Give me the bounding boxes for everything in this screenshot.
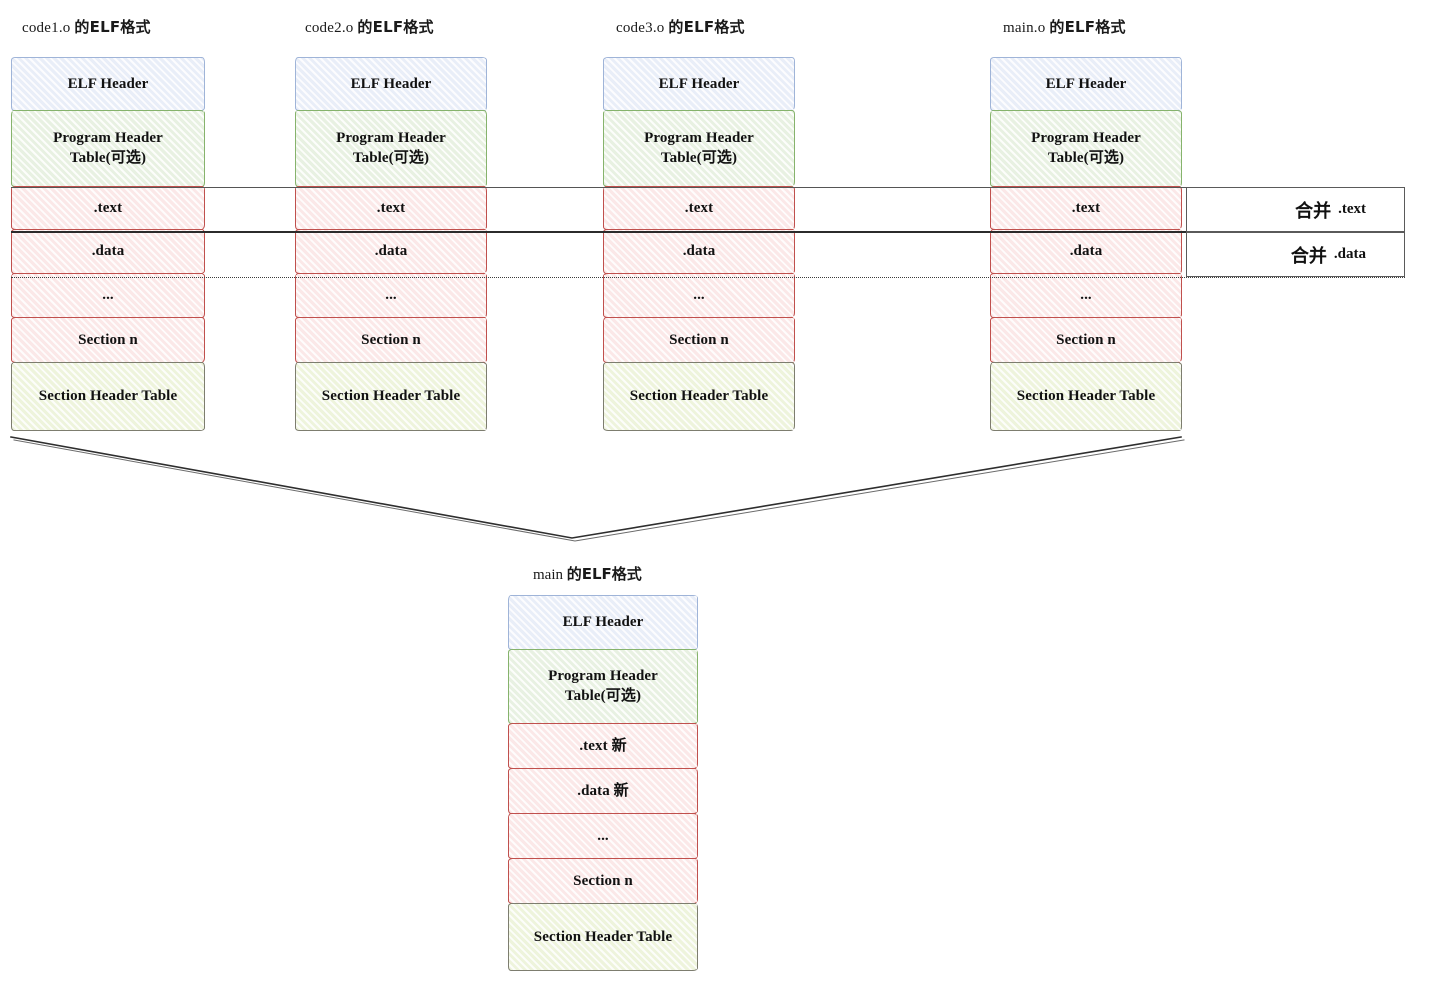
block-elf-header-code1: ELF Header <box>11 57 205 111</box>
block-program-header-table-code2: Program Header Table(可选) <box>295 110 487 187</box>
block-section-n-output: Section n <box>508 858 698 904</box>
merge-rule-data-bottom <box>11 277 1405 278</box>
elf-column-output-main: ELF Header Program Header Table(可选) .tex… <box>508 595 698 971</box>
block-data-maino: .data <box>990 229 1182 274</box>
column-title-code3: code3.o 的ELF格式 <box>616 16 745 37</box>
block-program-header-table-code3: Program Header Table(可选) <box>603 110 795 187</box>
block-text-maino: .text <box>990 186 1182 230</box>
block-section-header-table-code3: Section Header Table <box>603 362 795 431</box>
block-text-output: .text 新 <box>508 723 698 769</box>
block-data-code2: .data <box>295 229 487 274</box>
column-title-suffix-maino: 的ELF格式 <box>1049 18 1126 36</box>
block-section-n-maino: Section n <box>990 317 1182 363</box>
block-program-header-table-maino: Program Header Table(可选) <box>990 110 1182 187</box>
block-program-header-table-code1: Program Header Table(可选) <box>11 110 205 187</box>
column-title-maino: main.o 的ELF格式 <box>1003 16 1126 37</box>
block-section-header-table-code2: Section Header Table <box>295 362 487 431</box>
merge-label-text: 合并 .text <box>1186 187 1405 232</box>
block-elf-header-code3: ELF Header <box>603 57 795 111</box>
column-name-code1: code1.o <box>22 20 71 36</box>
block-elf-header-output: ELF Header <box>508 595 698 650</box>
block-section-n-code2: Section n <box>295 317 487 363</box>
block-section-header-table-code1: Section Header Table <box>11 362 205 431</box>
block-ellipsis-maino: ... <box>990 273 1182 318</box>
block-data-output: .data 新 <box>508 768 698 814</box>
column-title-suffix-code1: 的ELF格式 <box>74 18 151 36</box>
block-section-n-code1: Section n <box>11 317 205 363</box>
block-section-header-table-output: Section Header Table <box>508 903 698 971</box>
text-new-badge: 新 <box>611 736 627 755</box>
block-section-header-table-maino: Section Header Table <box>990 362 1182 431</box>
elf-column-maino: ELF Header Program Header Table(可选) .tex… <box>990 57 1182 431</box>
column-title-code1: code1.o 的ELF格式 <box>22 16 151 37</box>
merge-label-data: 合并 .data <box>1186 232 1405 277</box>
merge-rule-text-bottom <box>11 231 1405 234</box>
block-text-code1: .text <box>11 186 205 230</box>
merge-rule-text-top <box>11 187 1405 188</box>
block-text-code3: .text <box>603 186 795 230</box>
elf-column-code2: ELF Header Program Header Table(可选) .tex… <box>295 57 487 431</box>
block-data-code1: .data <box>11 229 205 274</box>
block-ellipsis-code1: ... <box>11 273 205 318</box>
column-name-code2: code2.o <box>305 20 354 36</box>
column-title-suffix-code2: 的ELF格式 <box>357 18 434 36</box>
merge-label-text-cjk: 合并 <box>1295 200 1332 222</box>
elf-column-code1: ELF Header Program Header Table(可选) .tex… <box>11 57 205 431</box>
block-ellipsis-output: ... <box>508 813 698 859</box>
elf-column-code3: ELF Header Program Header Table(可选) .tex… <box>603 57 795 431</box>
block-ellipsis-code2: ... <box>295 273 487 318</box>
block-elf-header-maino: ELF Header <box>990 57 1182 111</box>
output-name: main <box>533 567 563 583</box>
output-title: main 的ELF格式 <box>533 563 642 584</box>
block-data-code3: .data <box>603 229 795 274</box>
merge-label-data-cjk: 合并 <box>1290 245 1327 267</box>
column-name-code3: code3.o <box>616 20 665 36</box>
block-program-header-table-output: Program Header Table(可选) <box>508 649 698 724</box>
output-title-suffix: 的ELF格式 <box>566 565 642 583</box>
block-section-n-code3: Section n <box>603 317 795 363</box>
data-new-badge: 新 <box>613 781 629 800</box>
column-title-code2: code2.o 的ELF格式 <box>305 16 434 37</box>
merge-label-data-en: .data <box>1333 246 1366 262</box>
merge-label-text-en: .text <box>1338 201 1366 217</box>
block-text-code2: .text <box>295 186 487 230</box>
column-name-maino: main.o <box>1003 20 1046 36</box>
column-title-suffix-code3: 的ELF格式 <box>668 18 745 36</box>
block-ellipsis-code3: ... <box>603 273 795 318</box>
block-elf-header-code2: ELF Header <box>295 57 487 111</box>
